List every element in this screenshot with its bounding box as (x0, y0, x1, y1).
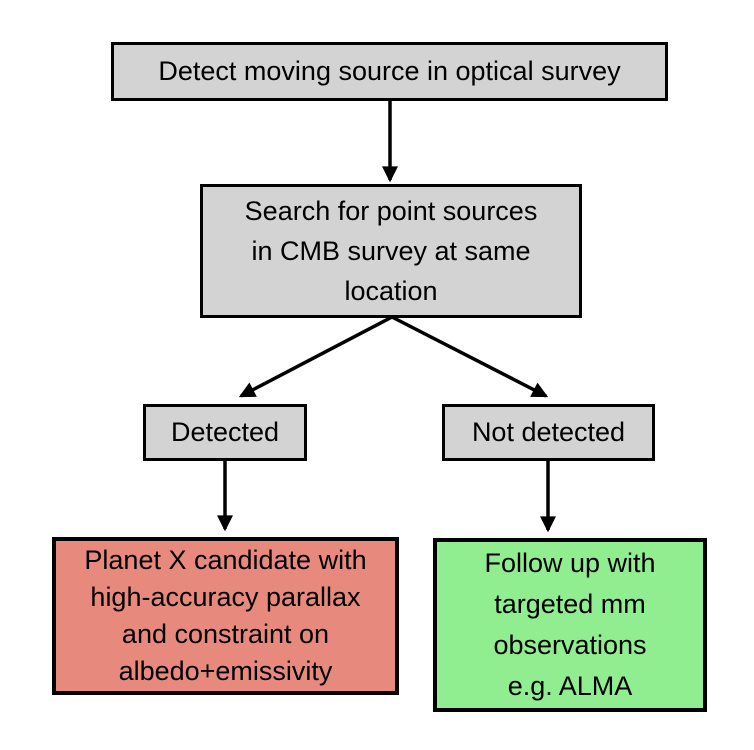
node-not-detected-label: Not detected (471, 417, 626, 448)
node-search-cmb: Search for point sources in CMB survey a… (200, 184, 582, 318)
edge-search-to-detected-arrow (238, 315, 393, 398)
edge-search-to-not-detected-arrow (391, 315, 549, 398)
node-follow-up-alma: Follow up with targeted mm observations … (433, 538, 707, 712)
node-detect-optical: Detect moving source in optical survey (111, 42, 668, 101)
node-detected-label: Detected (170, 417, 280, 448)
node-detect-optical-label: Detect moving source in optical survey (158, 56, 621, 87)
node-follow-up-alma-label: Follow up with targeted mm observations … (484, 548, 656, 701)
node-detected: Detected (143, 404, 307, 461)
node-search-cmb-label: Search for point sources in CMB survey a… (244, 196, 538, 306)
node-planet-x-candidate: Planet X candidate with high-accuracy pa… (52, 537, 399, 695)
node-not-detected: Not detected (442, 404, 655, 461)
node-planet-x-candidate-label: Planet X candidate with high-accuracy pa… (84, 545, 367, 686)
